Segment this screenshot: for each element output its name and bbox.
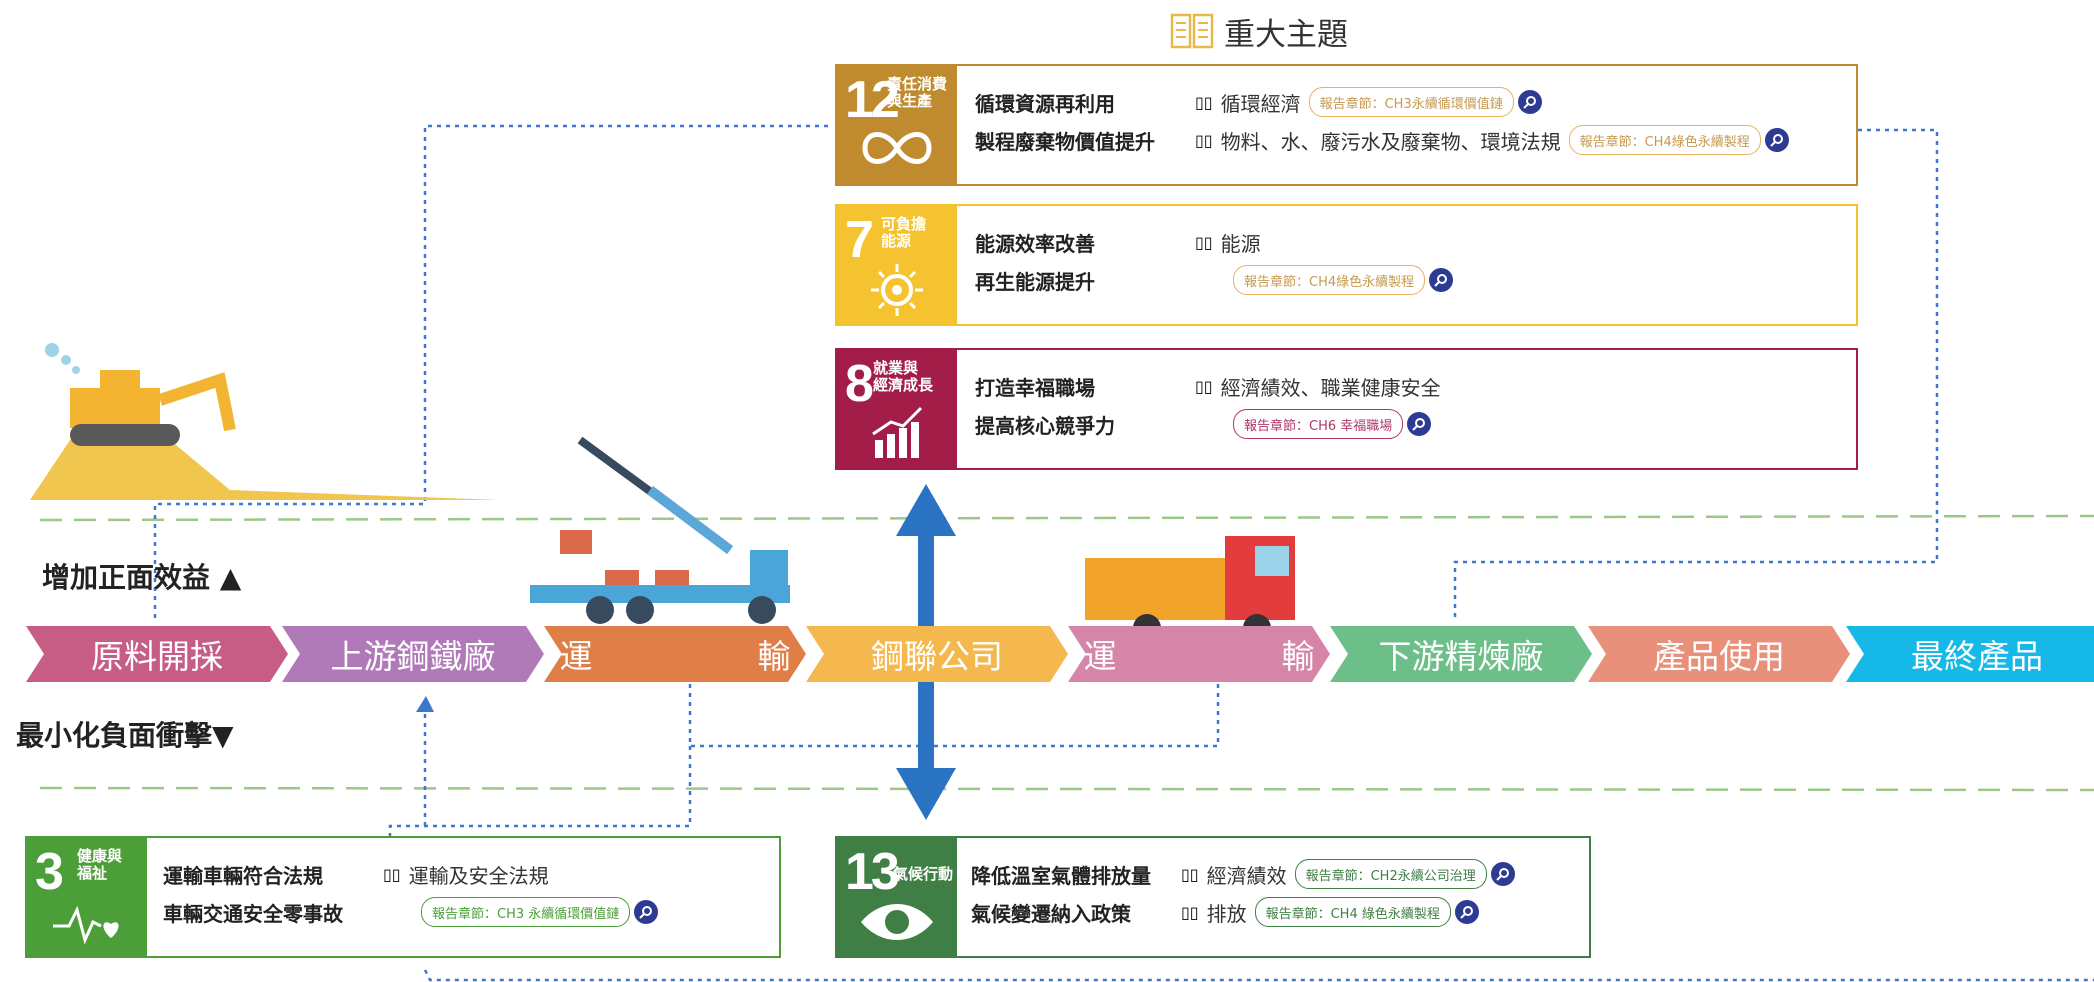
- chapter-pill[interactable]: 報告章節：CH2永續公司治理: [1294, 859, 1487, 889]
- action-label: 氣候變遷納入政策: [971, 901, 1131, 926]
- search-icon[interactable]: [634, 900, 659, 924]
- value-chain-stage: 上游鋼鐵廠: [282, 626, 544, 682]
- topic-label: 運輸及安全法規: [408, 863, 549, 888]
- action-label: 再生能源提升: [975, 269, 1095, 294]
- positive-impact-label: 增加正面效益 ▲: [42, 561, 242, 594]
- chapter-pill[interactable]: 報告章節：CH6 幸福職場: [1233, 409, 1404, 439]
- sdg8-number: 8: [845, 355, 874, 413]
- value-chain-stage: 原料開採: [26, 626, 288, 682]
- negative-impact-label: 最小化負面衝擊▼: [16, 719, 234, 752]
- sdg13-tile: 13 氣候行動: [837, 838, 957, 956]
- action-label: 打造幸福職場: [975, 375, 1095, 400]
- sdg7-label: 可負擔 能源: [881, 215, 927, 250]
- search-icon[interactable]: [1454, 900, 1479, 924]
- action-label: 製程廢棄物價值提升: [975, 129, 1155, 154]
- sdg12-box: 12 責任消費 與生產 循環資源再利用 ▯▯ 循環經濟 報告章節：CH3永續循環…: [835, 64, 1858, 186]
- topic-label: 物料、水、廢污水及廢棄物、環境法規: [1220, 129, 1561, 154]
- book-icon: ▯▯: [383, 864, 401, 884]
- value-chain-stage: 運 輸: [544, 626, 806, 682]
- sdg12-label: 責任消費 與生產: [887, 75, 948, 110]
- crane-truck-illustration: [530, 436, 790, 624]
- eye-globe-icon: [861, 904, 933, 940]
- search-icon[interactable]: [1517, 90, 1542, 114]
- action-label: 循環資源再利用: [975, 91, 1115, 116]
- infinity-icon: [862, 132, 932, 164]
- action-label: 能源效率改善: [975, 231, 1095, 256]
- action-label: 提高核心競爭力: [975, 413, 1115, 438]
- sdg3-number: 3: [35, 843, 64, 901]
- heartbeat-icon: [53, 905, 119, 945]
- value-chain-stage: 下游精煉廠: [1330, 626, 1592, 682]
- sun-power-icon: [871, 264, 923, 316]
- search-icon[interactable]: [1490, 862, 1515, 886]
- sdg8-tile: 8 就業與 經濟成長: [837, 350, 957, 468]
- sdg12-tile: 12 責任消費 與生產: [837, 66, 957, 184]
- chapter-pill[interactable]: 報告章節：CH3永續循環價值鏈: [1308, 87, 1514, 117]
- search-icon[interactable]: [1764, 128, 1789, 152]
- action-label: 降低溫室氣體排放量: [971, 863, 1151, 888]
- material-topics-header: 重大主題: [1170, 8, 1348, 54]
- sdg8-box: 8 就業與 經濟成長 打造幸福職場 ▯▯ 經濟績效、職業健康安全 提高核心競爭力…: [835, 348, 1858, 470]
- book-icon: ▯▯: [1195, 130, 1213, 150]
- topic-label: 經濟績效: [1206, 863, 1287, 888]
- sdg13-label: 氣候行動: [893, 865, 954, 883]
- dump-truck-illustration: [1085, 536, 1295, 642]
- book-icon: ▯▯: [1195, 92, 1213, 112]
- value-chain-stage: 運 輸: [1068, 626, 1330, 682]
- value-chain-stage: 鋼聯公司: [806, 626, 1068, 682]
- topic-label: 經濟績效、職業健康安全: [1220, 375, 1441, 400]
- search-icon[interactable]: [1429, 268, 1454, 292]
- book-icon: ▯▯: [1195, 232, 1213, 252]
- chapter-pill[interactable]: 報告章節：CH4 綠色永續製程: [1254, 897, 1451, 927]
- excavator-illustration: [30, 343, 500, 500]
- sdg13-number: 13: [845, 843, 900, 901]
- book-icon: ▯▯: [1181, 902, 1199, 922]
- sdg3-box: 3 健康與 福祉 運輸車輛符合法規 ▯▯ 運輸及安全法規 車輛交通安全零事故 報…: [25, 836, 781, 958]
- sdg13-box: 13 氣候行動 降低溫室氣體排放量 ▯▯ 經濟績效 報告章節：CH2永續公司治理…: [835, 836, 1591, 958]
- sdg3-tile: 3 健康與 福祉: [27, 838, 147, 956]
- header-title: 重大主題: [1224, 16, 1348, 53]
- action-label: 車輛交通安全零事故: [163, 901, 343, 926]
- book-icon: ▯▯: [1195, 376, 1213, 396]
- action-label: 運輸車輛符合法規: [163, 863, 323, 888]
- topic-label: 能源: [1220, 231, 1261, 256]
- book-icon: [1170, 13, 1214, 49]
- book-icon: ▯▯: [1181, 864, 1199, 884]
- value-chain-stage: 最終產品: [1846, 626, 2094, 682]
- topic-label: 排放: [1206, 901, 1247, 926]
- search-icon[interactable]: [1407, 412, 1432, 436]
- sdg12-number: 12: [845, 71, 900, 129]
- topic-label: 循環經濟: [1220, 91, 1301, 116]
- chapter-pill[interactable]: 報告章節：CH3 永續循環價值鏈: [421, 897, 631, 927]
- growth-chart-icon: [872, 406, 923, 458]
- sdg7-tile: 7 可負擔 能源: [837, 206, 957, 324]
- chapter-pill[interactable]: 報告章節：CH4綠色永續製程: [1233, 265, 1426, 295]
- sdg3-label: 健康與 福祉: [77, 847, 123, 882]
- chapter-pill[interactable]: 報告章節：CH4綠色永續製程: [1568, 125, 1761, 155]
- sdg8-label: 就業與 經濟成長: [873, 359, 934, 394]
- sdg7-number: 7: [845, 211, 874, 269]
- sdg7-box: 7 可負擔 能源 能源效率改善 ▯▯ 能源 再生能源提升 報告章節：CH4綠色永…: [835, 204, 1858, 326]
- value-chain-stage: 產品使用: [1588, 626, 1850, 682]
